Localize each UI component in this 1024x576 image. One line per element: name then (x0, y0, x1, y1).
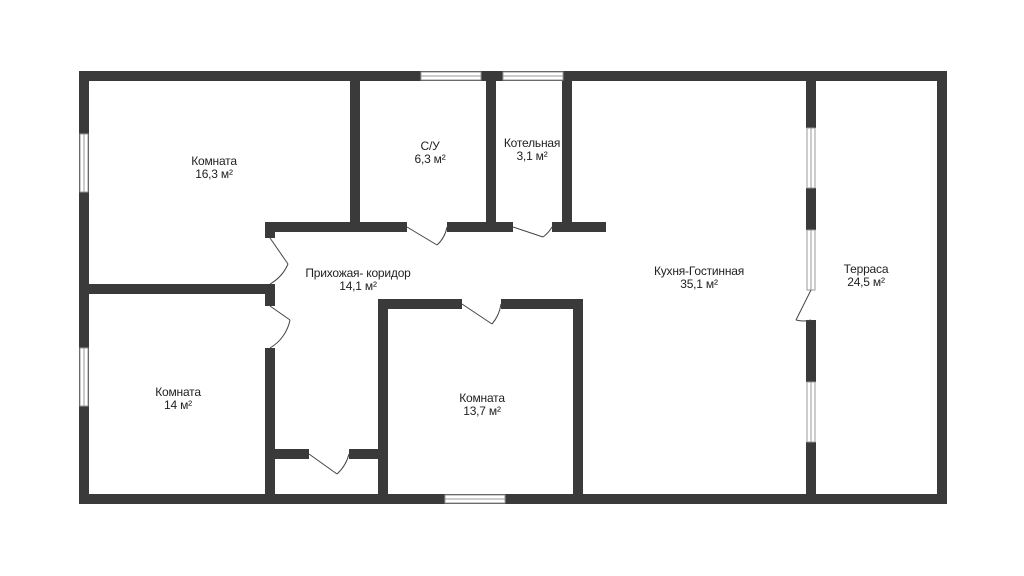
door-bedroom-bottom-left (269, 305, 291, 321)
wall-boiler-kitchen (562, 76, 572, 230)
wall-terrace-right (806, 76, 816, 128)
wall-hall-bottom-b (349, 449, 384, 459)
wall-bathroom-boiler (486, 76, 496, 230)
room-name: Комната (191, 154, 237, 168)
door-boiler (512, 226, 544, 238)
room-bathroom: С/У 6,3 м² (414, 140, 445, 166)
wall-bedrooms-divider (85, 284, 275, 294)
outer-wall-right (937, 71, 947, 504)
wall-terrace-mid (806, 188, 816, 230)
room-area: 35,1 м² (680, 277, 718, 291)
room-kitchen-living: Кухня-Гостинная 35,1 м² (654, 265, 744, 291)
door-bathroom (406, 226, 438, 246)
wall-center-room-top-a (378, 299, 462, 309)
wall-hall-top-b (447, 222, 513, 232)
wall-center-room-right (573, 299, 583, 499)
door-terrace (795, 289, 812, 321)
wall-hall-left-mid (265, 284, 275, 306)
room-boiler: Котельная 3,1 м² (504, 137, 560, 163)
room-name: Комната (155, 385, 201, 399)
outer-wall-left (79, 71, 89, 504)
wall-hall-left-bottom (265, 348, 275, 500)
room-bedroom-center: Комната 13,7 м² (459, 392, 505, 418)
wall-hall-left-top (265, 222, 275, 238)
room-name: С/У (420, 139, 440, 153)
room-terrace: Терраса 24,5 м² (844, 263, 889, 289)
room-name: Котельная (503, 136, 561, 150)
outer-wall-bottom (79, 494, 947, 504)
room-area: 24,5 м² (847, 275, 885, 289)
room-area: 16,3 м² (195, 167, 233, 181)
room-name: Комната (459, 391, 505, 405)
wall-terrace-lower-b (806, 442, 816, 497)
room-bedroom-top-left: Комната 16,3 м² (191, 155, 237, 181)
room-name: Терраса (843, 262, 889, 276)
door-entrance (308, 453, 338, 475)
door-center-room (461, 303, 493, 325)
room-area: 13,7 м² (463, 404, 501, 418)
room-area: 14 м² (164, 398, 192, 412)
room-area: 14,1 м² (339, 279, 377, 293)
door-bedroom-top-left (269, 237, 289, 265)
room-area: 6,3 м² (414, 152, 446, 166)
wall-terrace-lower-a (806, 320, 816, 382)
wall-hall-bottom-a (272, 449, 309, 459)
wall-center-room-left (378, 299, 388, 499)
room-bedroom-bottom-left: Комната 14 м² (155, 386, 201, 412)
room-name: Прихожая- коридор (305, 266, 411, 280)
wall-hall-top-c (552, 222, 606, 232)
room-area: 3,1 м² (516, 149, 548, 163)
windows (79, 71, 816, 504)
room-hallway: Прихожая- коридор 14,1 м² (305, 266, 411, 293)
wall-center-room-top-b (501, 299, 583, 309)
wall-hall-top-a (265, 222, 407, 232)
room-name: Кухня-Гостинная (653, 264, 745, 278)
wall-bedroom-bathroom (350, 76, 360, 230)
doors (269, 226, 812, 475)
